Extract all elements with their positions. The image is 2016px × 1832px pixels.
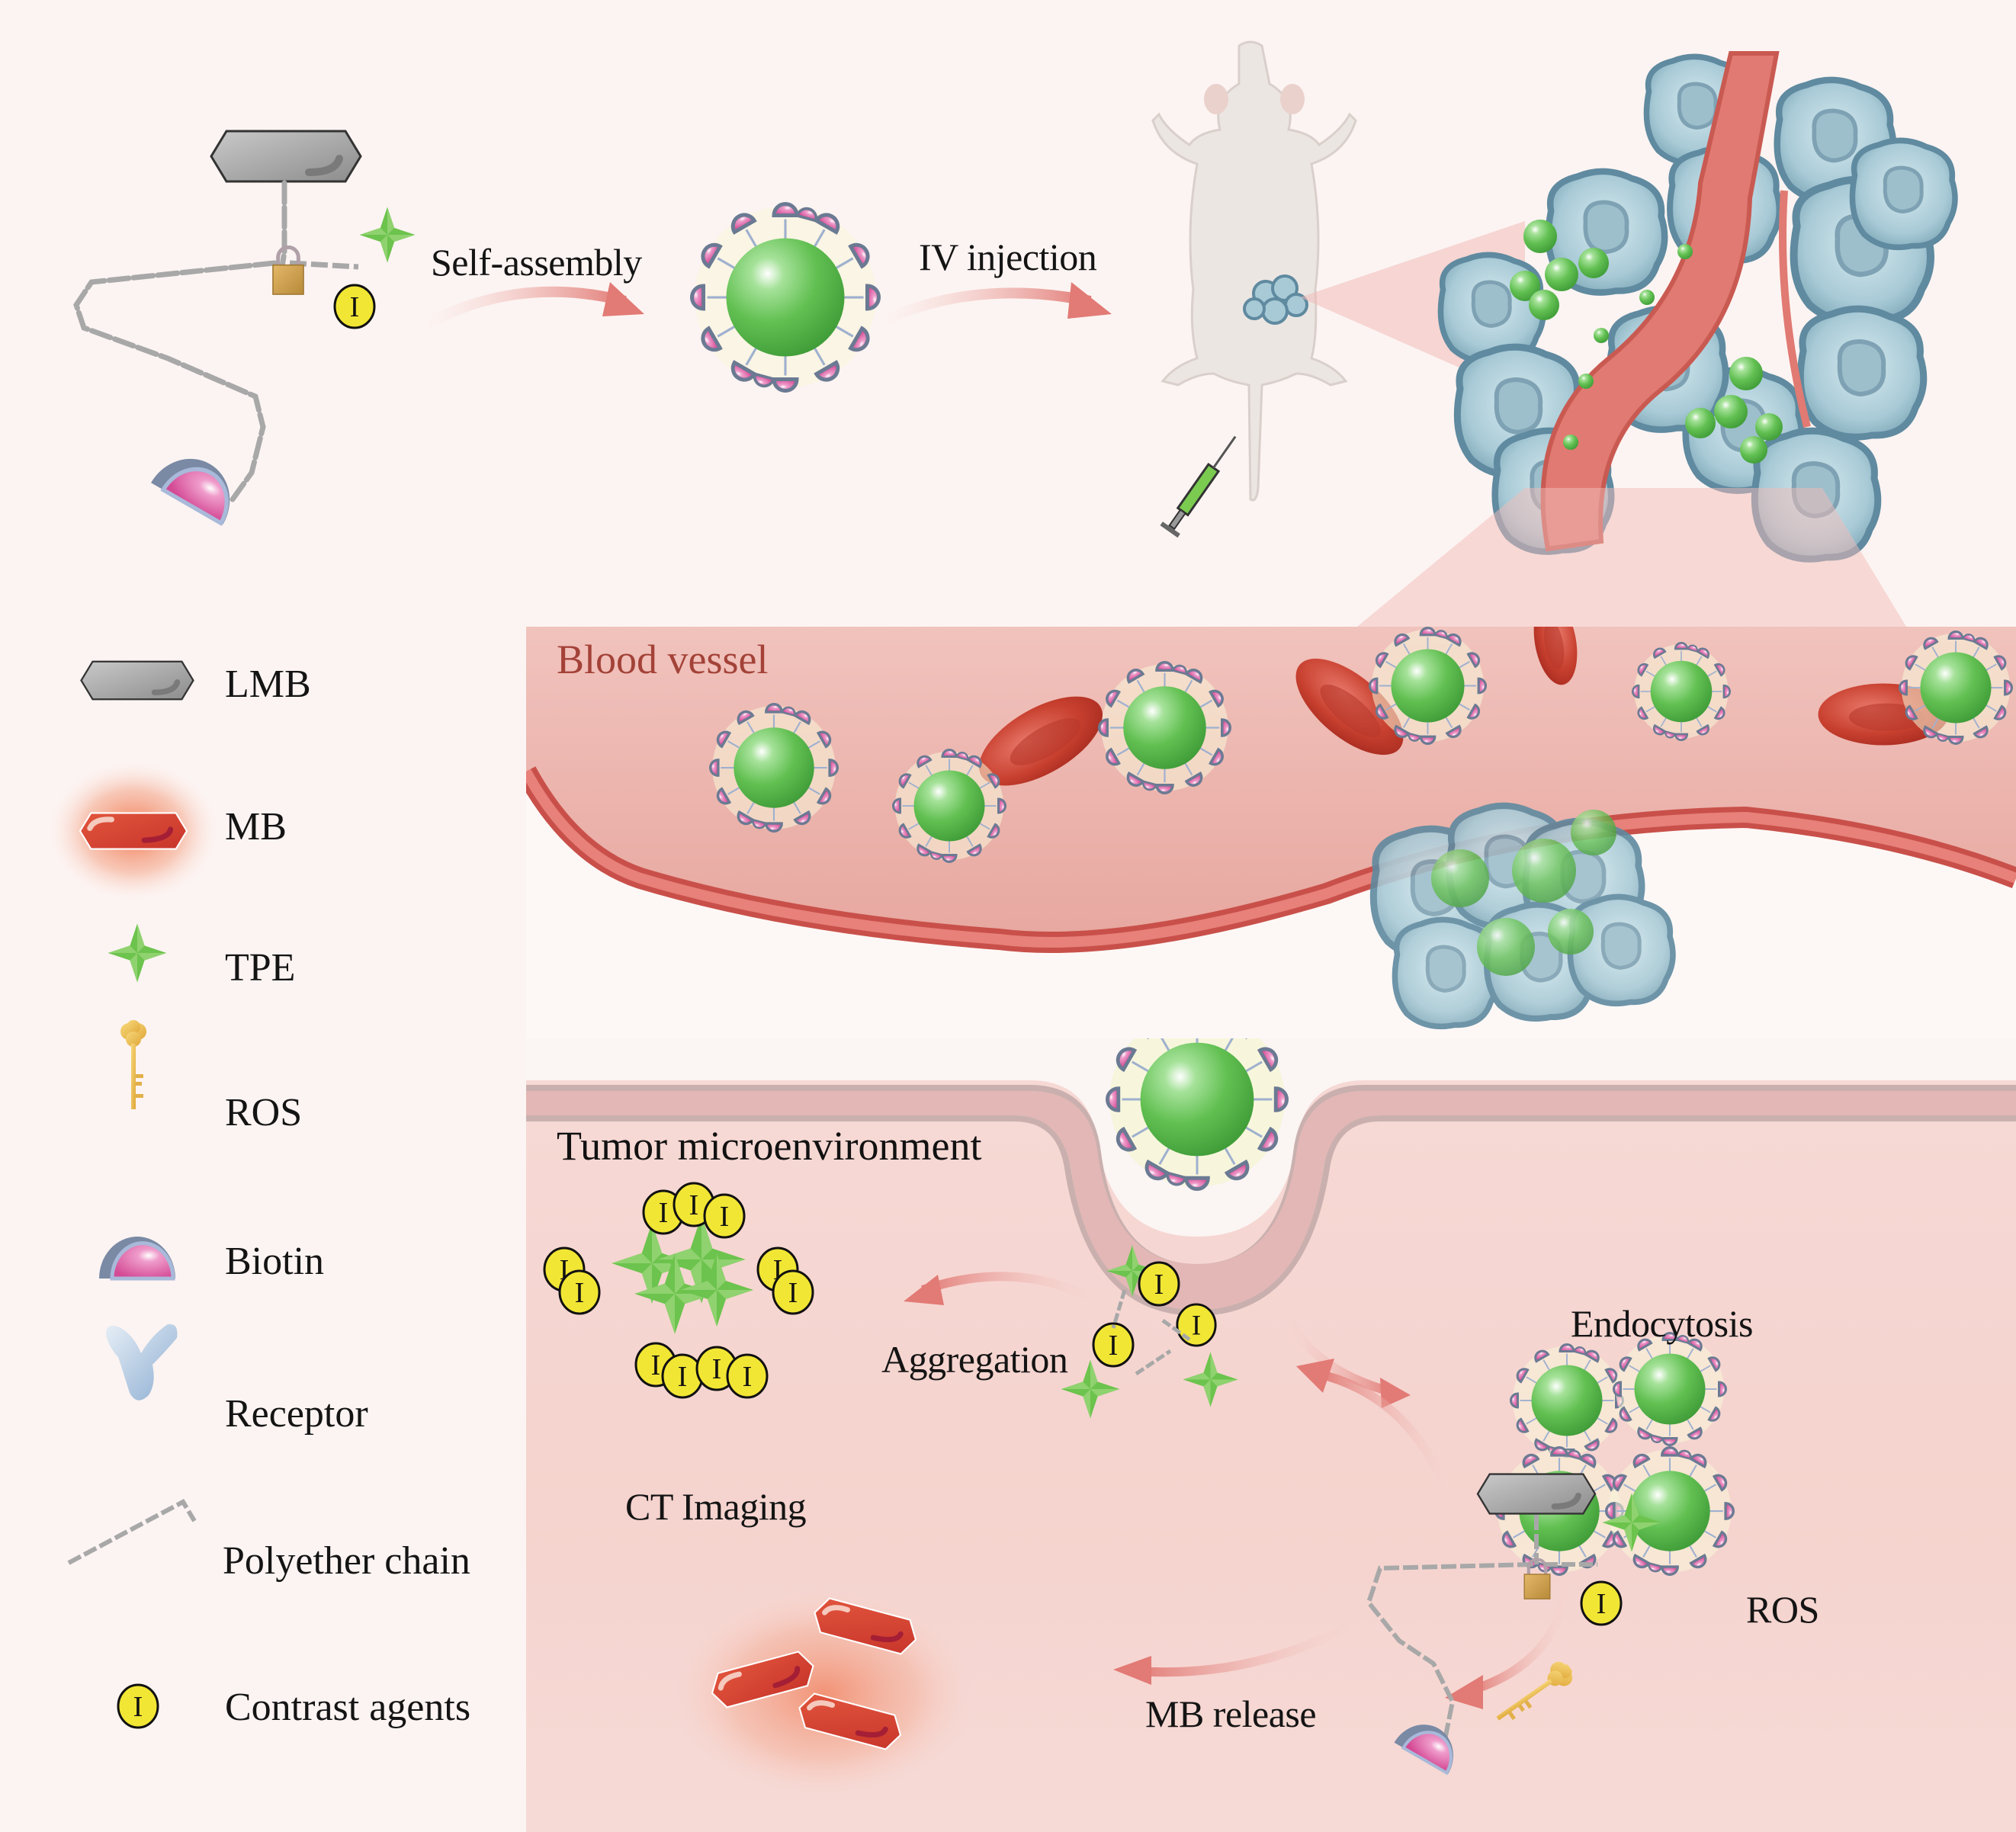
contrast-agent-icon [117, 1683, 159, 1729]
contrast-agent-icon [333, 284, 376, 329]
tme-art [526, 1038, 2016, 1801]
contrast-agent-icon [1580, 1580, 1623, 1626]
endocytosis-label: Endocytosis [1571, 1302, 1753, 1345]
aggregate-small [1061, 1245, 1238, 1419]
tpe-star-icon [108, 923, 167, 983]
syringe-icon [1160, 435, 1237, 538]
legend-label-polyether-chain: Polyether chain [223, 1539, 470, 1583]
self-assembly-arrow [424, 286, 627, 329]
molecule-construct [1366, 1474, 1661, 1774]
iv-injection-arrow [882, 287, 1092, 326]
aggregation-arrow [921, 1272, 1093, 1302]
biotin-icon [95, 1231, 179, 1285]
blood-vessel-panel: Blood vessel [526, 627, 2016, 1038]
aggregation-label: Aggregation [881, 1338, 1068, 1381]
blood-vessel-title: Blood vessel [557, 637, 769, 682]
polyether-chain [73, 180, 359, 502]
mb-hexagon-icon [50, 762, 217, 900]
tpe-star-icon [359, 207, 416, 263]
receptor-icon [106, 1323, 178, 1400]
lock-icon [273, 247, 303, 294]
mouse-icon [1151, 40, 1357, 502]
lmb-icon [1478, 1474, 1595, 1514]
ct-imaging-label: CT Imaging [625, 1485, 807, 1528]
legend-label-receptor: Receptor [225, 1392, 368, 1436]
arrow-head [1067, 282, 1112, 319]
mouse-tumor-icon [1243, 274, 1308, 325]
iv-injection-label: IV injection [919, 236, 1097, 278]
legend-label-lmb: LMB [225, 663, 311, 706]
top-panel-art [73, 40, 2016, 627]
legend-label-biotin: Biotin [225, 1240, 325, 1283]
key-icon [120, 1020, 146, 1109]
chain-icon [67, 1499, 197, 1565]
vessel-art [526, 627, 2016, 1038]
aggregation-up-arrow [1318, 1369, 1453, 1498]
nanoparticle-icon [692, 204, 879, 391]
mb-release-group [671, 1587, 976, 1801]
legend-label-mb: MB [225, 805, 287, 849]
ros-arrow [1470, 1587, 1571, 1695]
zoom-cone-lower [1357, 488, 1906, 627]
nanoparticle-icon [1510, 1343, 1624, 1458]
legend-label-tpe: TPE [225, 946, 296, 990]
nanoparticle-icon [1613, 1332, 1727, 1446]
mb-release-label: MB release [1145, 1692, 1317, 1735]
green-spheres [1510, 220, 1783, 464]
tumor-microenvironment-title: Tumor microenvironment [557, 1123, 982, 1169]
tumor-tissue [1440, 51, 1955, 559]
biotin-icon [151, 443, 246, 524]
lmb-icon [211, 131, 361, 181]
arrow-head [602, 282, 644, 316]
self-assembly-label: Self-assembly [431, 241, 642, 284]
tumor-microenvironment-panel: Tumor microenvironment Endocytosis ROS A… [526, 1038, 2016, 1832]
biotin-icon [1395, 1713, 1465, 1774]
mb-release-arrow [1135, 1621, 1352, 1677]
tumor-cluster [1373, 806, 1673, 1026]
ros-label: ROS [1746, 1588, 1819, 1631]
lmb-hexagon-icon [76, 656, 198, 709]
legend-label-ros: ROS [225, 1091, 303, 1134]
nanoparticle-icon [1605, 1446, 1735, 1576]
ct-aggregate [543, 1182, 814, 1399]
legend-label-contrast-agents: Contrast agents [225, 1686, 471, 1729]
key-icon [1490, 1657, 1578, 1730]
molecule-construct [73, 131, 416, 525]
